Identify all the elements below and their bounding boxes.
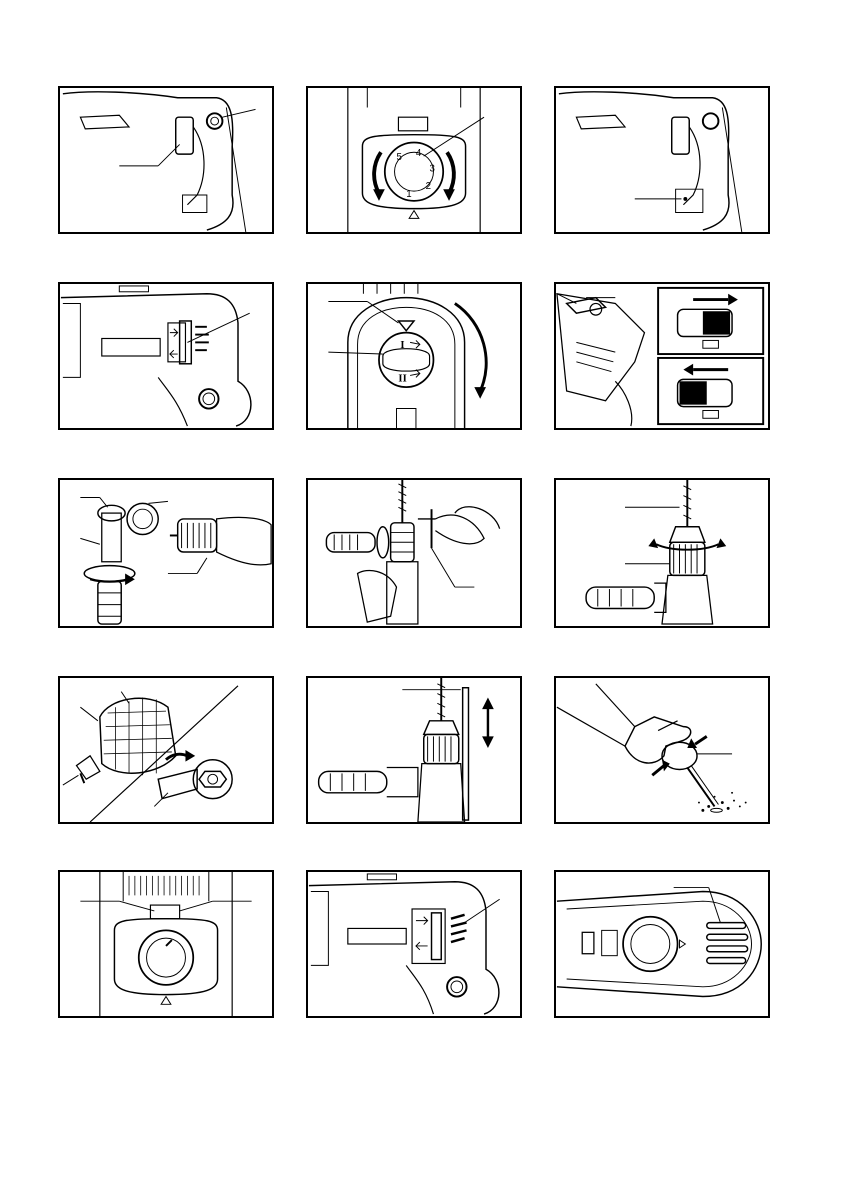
vent-side-view-illustration bbox=[308, 872, 520, 1016]
dial-number-3: 3 bbox=[430, 164, 435, 175]
drill-handle-illustration bbox=[60, 88, 272, 232]
rotate-arrow bbox=[455, 303, 486, 391]
wrench-shape bbox=[158, 769, 197, 798]
figure-2: 1 2 3 4 5 bbox=[306, 86, 522, 234]
trigger-shape bbox=[176, 117, 194, 154]
chuck-body-shape bbox=[100, 698, 176, 773]
lock-button-shape bbox=[207, 113, 223, 129]
figure-13 bbox=[58, 870, 274, 1018]
dial-number-5: 5 bbox=[396, 152, 401, 163]
figure-9 bbox=[554, 478, 770, 628]
side-grip-install-illustration bbox=[60, 480, 272, 626]
figure-15 bbox=[554, 870, 770, 1018]
figure-6 bbox=[554, 282, 770, 430]
mode-change-knob-illustration: I II bbox=[308, 284, 520, 428]
vent-slot bbox=[451, 915, 465, 919]
inset-reverse bbox=[658, 358, 763, 424]
chuck-sleeve-shape bbox=[670, 542, 705, 575]
figure-5: I II bbox=[306, 282, 522, 430]
hand-shape bbox=[625, 717, 691, 763]
reversing-switch-detail-illustration bbox=[556, 284, 768, 428]
figure-12 bbox=[554, 676, 770, 824]
mode-label-1: I bbox=[400, 339, 404, 351]
speed-dial-illustration: 1 2 3 4 5 bbox=[308, 88, 520, 232]
figure-14 bbox=[306, 870, 522, 1018]
figure-4 bbox=[58, 282, 274, 430]
dial-number-2: 2 bbox=[426, 181, 431, 192]
mode-label-2: II bbox=[398, 372, 406, 384]
rotate-arrow-right bbox=[447, 152, 454, 193]
dial-number-1: 1 bbox=[406, 189, 411, 200]
vent-top-view-illustration bbox=[556, 872, 768, 1016]
rotate-arrow-left bbox=[374, 152, 381, 193]
depth-rod-illustration bbox=[308, 678, 520, 822]
drill-handle-trigger-illustration bbox=[556, 88, 768, 232]
figure-7 bbox=[58, 478, 274, 628]
chuck-and-wrench-illustration bbox=[60, 678, 272, 822]
keyless-chuck-illustration bbox=[556, 480, 768, 626]
blow-out-bulb-illustration bbox=[556, 678, 768, 822]
figure-11 bbox=[306, 676, 522, 824]
depth-gauge-adjust-illustration bbox=[308, 480, 520, 626]
figure-10 bbox=[58, 676, 274, 824]
figure-1 bbox=[58, 86, 274, 234]
figure-8 bbox=[306, 478, 522, 628]
top-view-dial-illustration bbox=[60, 872, 272, 1016]
reversing-switch-side-illustration bbox=[60, 284, 272, 428]
figure-3 bbox=[554, 86, 770, 234]
dial-number-4: 4 bbox=[416, 148, 422, 159]
top-vent-slot bbox=[707, 923, 746, 929]
